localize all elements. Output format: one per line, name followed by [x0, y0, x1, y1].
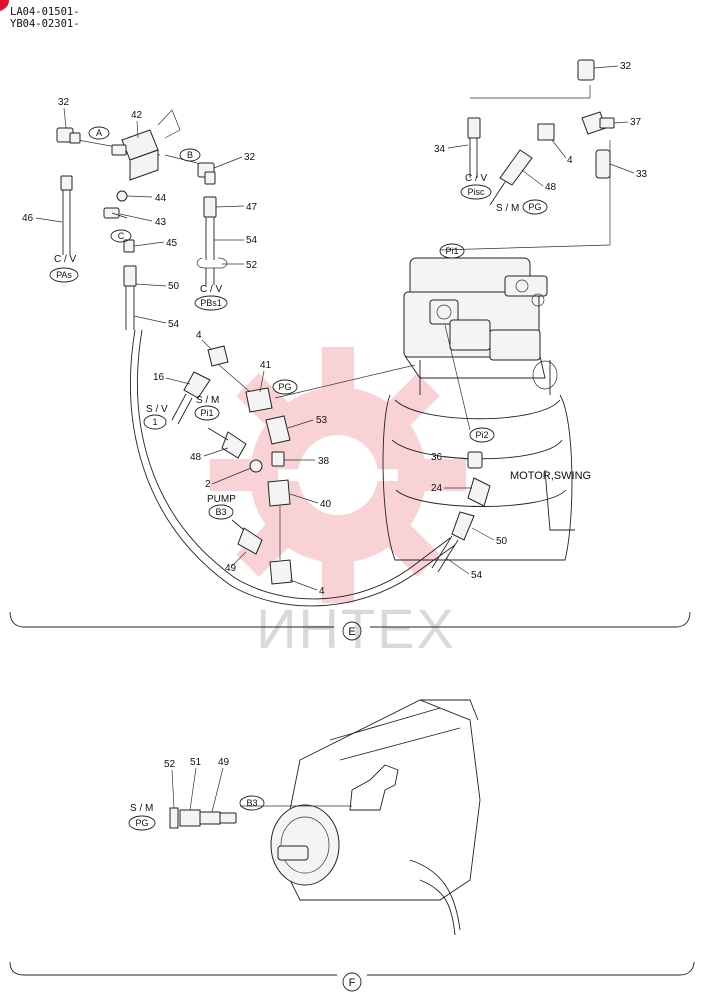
label-pump: PUMP	[207, 494, 236, 505]
view-e: A B C PAs PBs1 Pisc PG Pi1	[9, 59, 691, 641]
section-mark-f: F	[342, 972, 362, 992]
corner-marker	[0, 0, 9, 11]
callout-38: 38	[318, 456, 330, 467]
swing-motor-drawing	[382, 257, 575, 561]
label-sv: S / V	[146, 404, 168, 415]
callout-37: 37	[630, 117, 642, 128]
port-oval-b: B	[179, 148, 201, 162]
callout-48a: 48	[545, 182, 557, 193]
svg-text:E: E	[348, 626, 355, 638]
port-oval-pg-mid: PG	[272, 379, 298, 395]
callout-34: 34	[434, 144, 446, 155]
callout-43: 43	[155, 217, 167, 228]
callout-2: 2	[205, 479, 211, 490]
callout-16: 16	[153, 372, 165, 383]
callout-f-52: 52	[164, 759, 176, 770]
callout-53: 53	[316, 415, 328, 426]
port-oval-pi2: Pi2	[469, 427, 495, 443]
svg-text:B3: B3	[246, 798, 257, 808]
callout-24: 24	[431, 483, 443, 494]
port-oval-c: C	[110, 229, 132, 243]
callout-47: 47	[246, 202, 258, 213]
section-mark-e: E	[342, 621, 362, 641]
callout-50b: 50	[496, 536, 508, 547]
callout-40: 40	[320, 499, 332, 510]
callout-52: 52	[246, 260, 258, 271]
fitting-32-left	[56, 127, 81, 144]
port-oval-pas: PAs	[49, 267, 79, 283]
view-f: 52 51 49 S / M PG B3 F	[9, 699, 695, 992]
port-oval-pg-top: PG	[522, 199, 548, 215]
port-oval-one: 1	[143, 414, 167, 430]
label-cv-right: C / V	[465, 173, 488, 184]
port-oval-pisc: Pisc	[460, 184, 492, 200]
serial-range-1: LA04-01501-	[10, 6, 80, 18]
label-f-sm: S / M	[130, 803, 153, 814]
callout-32c: 32	[620, 61, 632, 72]
port-oval-a: A	[88, 126, 110, 140]
svg-text:PAs: PAs	[56, 270, 72, 280]
callout-48b: 48	[190, 452, 202, 463]
callout-42: 42	[131, 110, 143, 121]
callout-32b: 32	[244, 152, 256, 163]
section-bracket-f	[9, 961, 695, 976]
label-sm-mid: S / M	[196, 395, 219, 406]
callout-45: 45	[166, 238, 178, 249]
callout-4c: 4	[319, 586, 325, 597]
block-42	[111, 109, 181, 181]
label-motor-swing: MOTOR,SWING	[510, 470, 591, 482]
svg-text:F: F	[349, 977, 356, 989]
svg-text:PG: PG	[278, 382, 291, 392]
callout-54a: 54	[246, 235, 258, 246]
svg-text:Pisc: Pisc	[467, 187, 485, 197]
serial-range-2: YB04-02301-	[10, 18, 80, 30]
port-oval-f-b3: B3	[239, 795, 265, 811]
callout-54c: 54	[471, 570, 483, 581]
pump-drawing	[240, 699, 481, 936]
callout-49: 49	[225, 563, 237, 574]
callout-f-49: 49	[218, 757, 230, 768]
callouts-view-f: 52 51 49	[164, 757, 230, 813]
callout-f-51: 51	[190, 757, 202, 768]
callout-33: 33	[636, 169, 648, 180]
label-cv-mid: C / V	[200, 284, 223, 295]
callout-4b: 4	[196, 330, 202, 341]
port-oval-f-pg: PG	[128, 815, 156, 831]
port-oval-pbs1: PBs1	[194, 295, 228, 311]
svg-text:C: C	[118, 231, 125, 241]
section-bracket-e	[9, 611, 691, 628]
svg-text:PBs1: PBs1	[200, 298, 222, 308]
svg-text:B: B	[187, 150, 193, 160]
svg-text:Pi1: Pi1	[200, 408, 213, 418]
port-oval-pi1-top: Pi1	[439, 243, 465, 259]
callout-41: 41	[260, 360, 272, 371]
port-oval-b3: B3	[208, 504, 234, 520]
callout-4a: 4	[567, 155, 573, 166]
callout-44: 44	[155, 193, 167, 204]
svg-text:B3: B3	[215, 507, 226, 517]
callout-32a: 32	[58, 97, 70, 108]
svg-text:Pi1: Pi1	[445, 246, 458, 256]
port-oval-pi1-mid: Pi1	[194, 405, 220, 421]
svg-text:PG: PG	[528, 202, 541, 212]
svg-text:A: A	[96, 128, 102, 138]
callout-54b: 54	[168, 319, 180, 330]
label-cv-left: C / V	[54, 254, 77, 265]
svg-text:1: 1	[152, 417, 157, 427]
callout-46: 46	[22, 213, 34, 224]
callouts-view-e: 32 42 32 44 43 46 45 47 54 52 50 54 32	[22, 61, 648, 597]
svg-text:Pi2: Pi2	[475, 430, 488, 440]
callout-50a: 50	[168, 281, 180, 292]
callout-36: 36	[431, 452, 443, 463]
watermark-text: ИНТЕХ	[256, 597, 456, 660]
svg-text:PG: PG	[135, 818, 148, 828]
watermark-logo	[210, 347, 466, 603]
label-sm-right: S / M	[496, 203, 519, 214]
